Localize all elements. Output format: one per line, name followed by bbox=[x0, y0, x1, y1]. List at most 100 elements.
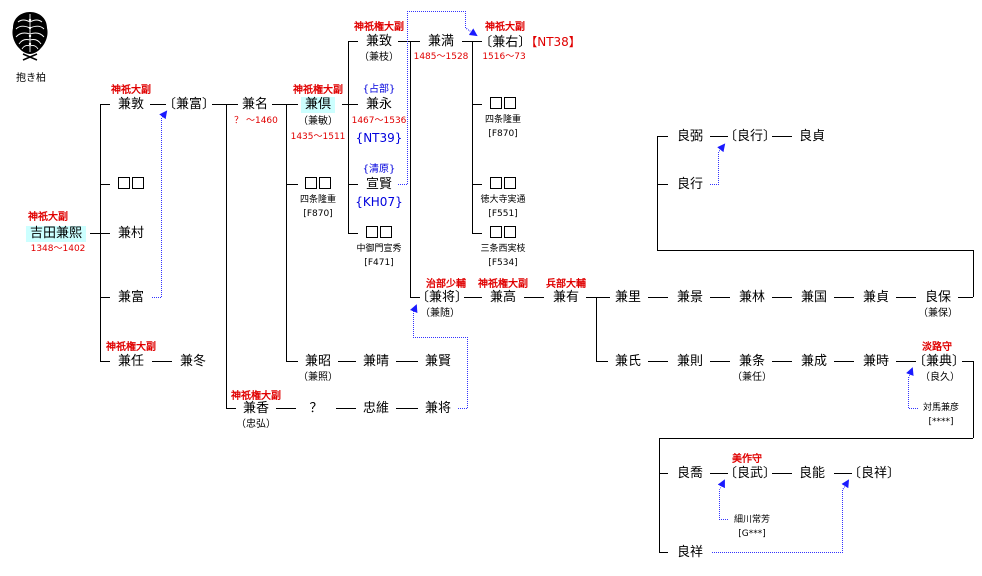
title-kanetaka: 神祇権大副 bbox=[478, 279, 528, 290]
alt-yoshiyasu: （兼保） bbox=[918, 308, 958, 319]
node-kanekuni[interactable]: 兼国 bbox=[800, 290, 828, 305]
node-nobukata[interactable]: 宣賢 bbox=[365, 177, 393, 192]
node-kanesada[interactable]: 兼貞 bbox=[862, 290, 890, 305]
sub-unknown-b-1: 四条隆重 bbox=[299, 195, 337, 205]
title-kanemasa-b: 治部少輔 bbox=[426, 279, 466, 290]
node-kanemasa-b[interactable]: 〔兼将〕 bbox=[415, 290, 469, 305]
node-unknown-f[interactable] bbox=[489, 226, 517, 242]
node-kanekata[interactable]: 兼賢 bbox=[424, 354, 452, 369]
years-kanena: ？ 〜1460 bbox=[234, 116, 278, 126]
code-nobukata: {KH07} bbox=[355, 195, 403, 209]
alt-kanemune: （兼枝） bbox=[359, 52, 399, 63]
sub-unknown-c-2: [F471] bbox=[364, 258, 394, 268]
alt-kaneeda: （兼任） bbox=[732, 372, 772, 383]
sub-unknown-d-1: 四条隆重 bbox=[484, 115, 522, 125]
alt-kaneka: （忠弘） bbox=[236, 419, 276, 430]
node-kaneuji[interactable]: 兼氏 bbox=[614, 354, 642, 369]
name-kanemigi: 〔兼右〕 bbox=[479, 35, 532, 50]
node-kanemitsu[interactable]: 兼満 bbox=[427, 34, 455, 49]
node-kanenaga[interactable]: 兼永 bbox=[365, 97, 393, 112]
years-kanehiro: 1348〜1402 bbox=[30, 244, 86, 254]
node-unknown-b[interactable] bbox=[304, 177, 332, 193]
sub-unknown-b-2: [F870] bbox=[303, 209, 333, 219]
node-kanena[interactable]: 兼名 bbox=[241, 97, 269, 112]
node-kanemune[interactable]: 兼致 bbox=[365, 34, 393, 49]
node-tsushima[interactable]: 対馬兼彦 bbox=[922, 403, 960, 413]
clan-nobukata: {清原} bbox=[362, 164, 396, 175]
node-unknown-a[interactable] bbox=[117, 177, 145, 193]
node-yoshitake[interactable]: 〔良武〕 bbox=[723, 466, 777, 481]
node-kanetou[interactable]: 兼任 bbox=[117, 354, 145, 369]
title-kanetou: 神祇権大副 bbox=[106, 342, 156, 353]
node-unknown-c[interactable] bbox=[365, 226, 393, 242]
node-kanemasa-a[interactable]: 兼将 bbox=[424, 401, 452, 416]
years-kanetomo: 1435〜1511 bbox=[290, 132, 346, 142]
code-kanemigi: 【NT38】 bbox=[531, 35, 581, 49]
title-kanemune: 神祇権大副 bbox=[354, 22, 404, 33]
sub-tsushima: [****] bbox=[928, 417, 954, 427]
node-unknown-e[interactable] bbox=[489, 177, 517, 193]
title-kaneka: 神祇権大副 bbox=[231, 391, 281, 402]
node-yoshiyasu[interactable]: 良保 bbox=[924, 290, 952, 305]
node-kaneka[interactable]: 兼香 bbox=[242, 401, 270, 416]
node-kaneaki[interactable]: 兼昭 bbox=[304, 354, 332, 369]
node-kanebayashi[interactable]: 兼林 bbox=[738, 290, 766, 305]
node-yoshiyuki-adopted[interactable]: 〔良行〕 bbox=[723, 129, 777, 144]
node-tadatsuna[interactable]: 忠維 bbox=[362, 401, 390, 416]
node-kanetomi[interactable]: 兼富 bbox=[117, 290, 145, 305]
alt-kanenori2: （良久） bbox=[920, 372, 960, 383]
sub-unknown-d-2: [F870] bbox=[488, 129, 518, 139]
title-kaneatsu: 神祇大副 bbox=[111, 85, 151, 96]
node-yoshiyoshi[interactable]: 良能 bbox=[798, 466, 826, 481]
title-yoshitake: 美作守 bbox=[732, 454, 762, 465]
title-kaneari: 兵部大輔 bbox=[546, 279, 586, 290]
title-kanenori2: 淡路守 bbox=[922, 342, 952, 353]
sub-unknown-c-1: 中御門宣秀 bbox=[356, 244, 402, 254]
node-kaneari[interactable]: 兼有 bbox=[552, 290, 580, 305]
node-kaneatsu[interactable]: 兼敦 bbox=[117, 97, 145, 112]
node-kanenori[interactable]: 兼則 bbox=[676, 354, 704, 369]
years-kanemitsu: 1485〜1528 bbox=[413, 52, 469, 62]
alt-kaneaki: （兼照） bbox=[298, 372, 338, 383]
node-kanetoki[interactable]: 兼時 bbox=[862, 354, 890, 369]
node-kanetomo[interactable]: 兼倶 bbox=[300, 97, 336, 113]
node-yoshiyuki[interactable]: 良行 bbox=[676, 177, 704, 192]
node-kanemigi[interactable]: 〔兼右〕【NT38】 bbox=[479, 34, 581, 51]
years-kanenaga: 1467〜1536 bbox=[351, 116, 407, 126]
node-kaneeda[interactable]: 兼条 bbox=[738, 354, 766, 369]
node-yoshisada[interactable]: 良貞 bbox=[798, 129, 826, 144]
node-yoshinaga-adopted[interactable]: 〔良祥〕 bbox=[847, 466, 901, 481]
node-yoshinaga[interactable]: 良祥 bbox=[676, 545, 704, 560]
sub-unknown-e-2: [F551] bbox=[488, 209, 518, 219]
node-kanenari[interactable]: 兼成 bbox=[800, 354, 828, 369]
crest-label: 抱き柏 bbox=[16, 73, 46, 84]
node-kanetaka[interactable]: 兼高 bbox=[489, 290, 517, 305]
alt-kanemasa-b: （兼随） bbox=[420, 308, 460, 319]
node-kaneharu[interactable]: 兼晴 bbox=[362, 354, 390, 369]
node-yoshihiro[interactable]: 良弼 bbox=[676, 129, 704, 144]
title-kanehiro: 神祇大副 bbox=[28, 212, 68, 223]
node-yoshitaka[interactable]: 良喬 bbox=[676, 466, 704, 481]
node-unknown-q[interactable]: ？ bbox=[309, 401, 323, 416]
unknown-name-boxes bbox=[489, 97, 517, 113]
sub-unknown-f-2: [F534] bbox=[488, 258, 518, 268]
node-kanesato[interactable]: 兼里 bbox=[614, 290, 642, 305]
title-kanetomo: 神祇権大副 bbox=[293, 85, 343, 96]
node-kanekage[interactable]: 兼景 bbox=[676, 290, 704, 305]
node-kanetomi-adopted[interactable]: 〔兼富〕 bbox=[162, 97, 216, 112]
unknown-name-boxes bbox=[117, 177, 145, 193]
unknown-name-boxes bbox=[304, 177, 332, 193]
unknown-name-boxes bbox=[365, 226, 393, 242]
node-kanenori2[interactable]: 〔兼典〕 bbox=[912, 354, 966, 369]
sub-hosokawa: [G***] bbox=[738, 529, 766, 539]
node-kanefuyu[interactable]: 兼冬 bbox=[179, 354, 207, 369]
node-hosokawa[interactable]: 細川常芳 bbox=[733, 515, 771, 525]
sub-unknown-e-1: 徳大寺実通 bbox=[480, 195, 526, 205]
years-kanemigi: 1516〜73 bbox=[482, 52, 526, 62]
clan-kanenaga: {占部} bbox=[362, 84, 396, 95]
node-unknown-d[interactable] bbox=[489, 97, 517, 113]
node-kanehiro[interactable]: 吉田兼熙 bbox=[25, 226, 87, 242]
unknown-name-boxes bbox=[489, 177, 517, 193]
alt-kanetomo: （兼敏） bbox=[298, 116, 338, 127]
node-kanemura[interactable]: 兼村 bbox=[117, 226, 145, 241]
